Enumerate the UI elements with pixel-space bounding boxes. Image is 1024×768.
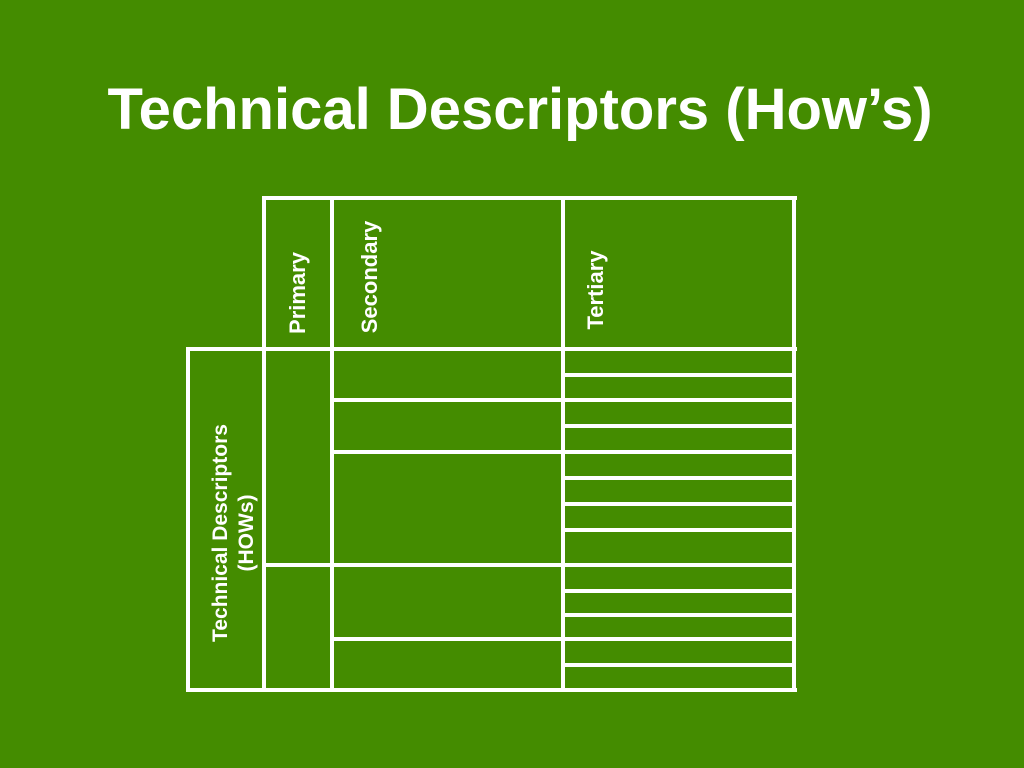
tertiary-row-divider — [561, 663, 796, 667]
tertiary-row-divider — [561, 398, 796, 402]
tertiary-row-divider — [561, 528, 796, 532]
primary-column-label: Primary — [285, 252, 310, 334]
tertiary-row-divider — [561, 637, 796, 641]
tertiary-row-divider — [561, 589, 796, 593]
primary-row-divider — [262, 563, 334, 567]
bottom-border — [186, 688, 797, 692]
tertiary-row-divider — [561, 502, 796, 506]
secondary-row-divider — [330, 398, 565, 402]
slide-title: Technical Descriptors (How’s) — [107, 77, 933, 142]
secondary-row-divider — [330, 450, 565, 454]
primary-right-border — [330, 196, 334, 692]
tertiary-row-divider — [561, 424, 796, 428]
left-outer-border — [186, 347, 190, 692]
tertiary-row-divider — [561, 450, 796, 454]
header-top-border — [264, 196, 797, 200]
technical-descriptors-row-label: Technical Descriptors (HOWs) — [208, 398, 264, 668]
secondary-right-border — [561, 196, 565, 692]
secondary-row-divider — [330, 637, 565, 641]
primary-left-border — [262, 196, 266, 692]
secondary-column-label: Secondary — [357, 220, 382, 334]
tertiary-row-divider — [561, 613, 796, 617]
row-label-line-1: Technical Descriptors — [209, 424, 232, 642]
tertiary-row-divider — [561, 563, 796, 567]
row-label-line-2: (HOWs) — [235, 494, 258, 572]
header-bottom-border — [186, 347, 797, 351]
right-outer-border — [792, 196, 796, 692]
tertiary-row-divider — [561, 476, 796, 480]
tertiary-row-divider — [561, 373, 796, 377]
secondary-row-divider — [330, 563, 565, 567]
tertiary-column-label: Tertiary — [583, 250, 608, 330]
